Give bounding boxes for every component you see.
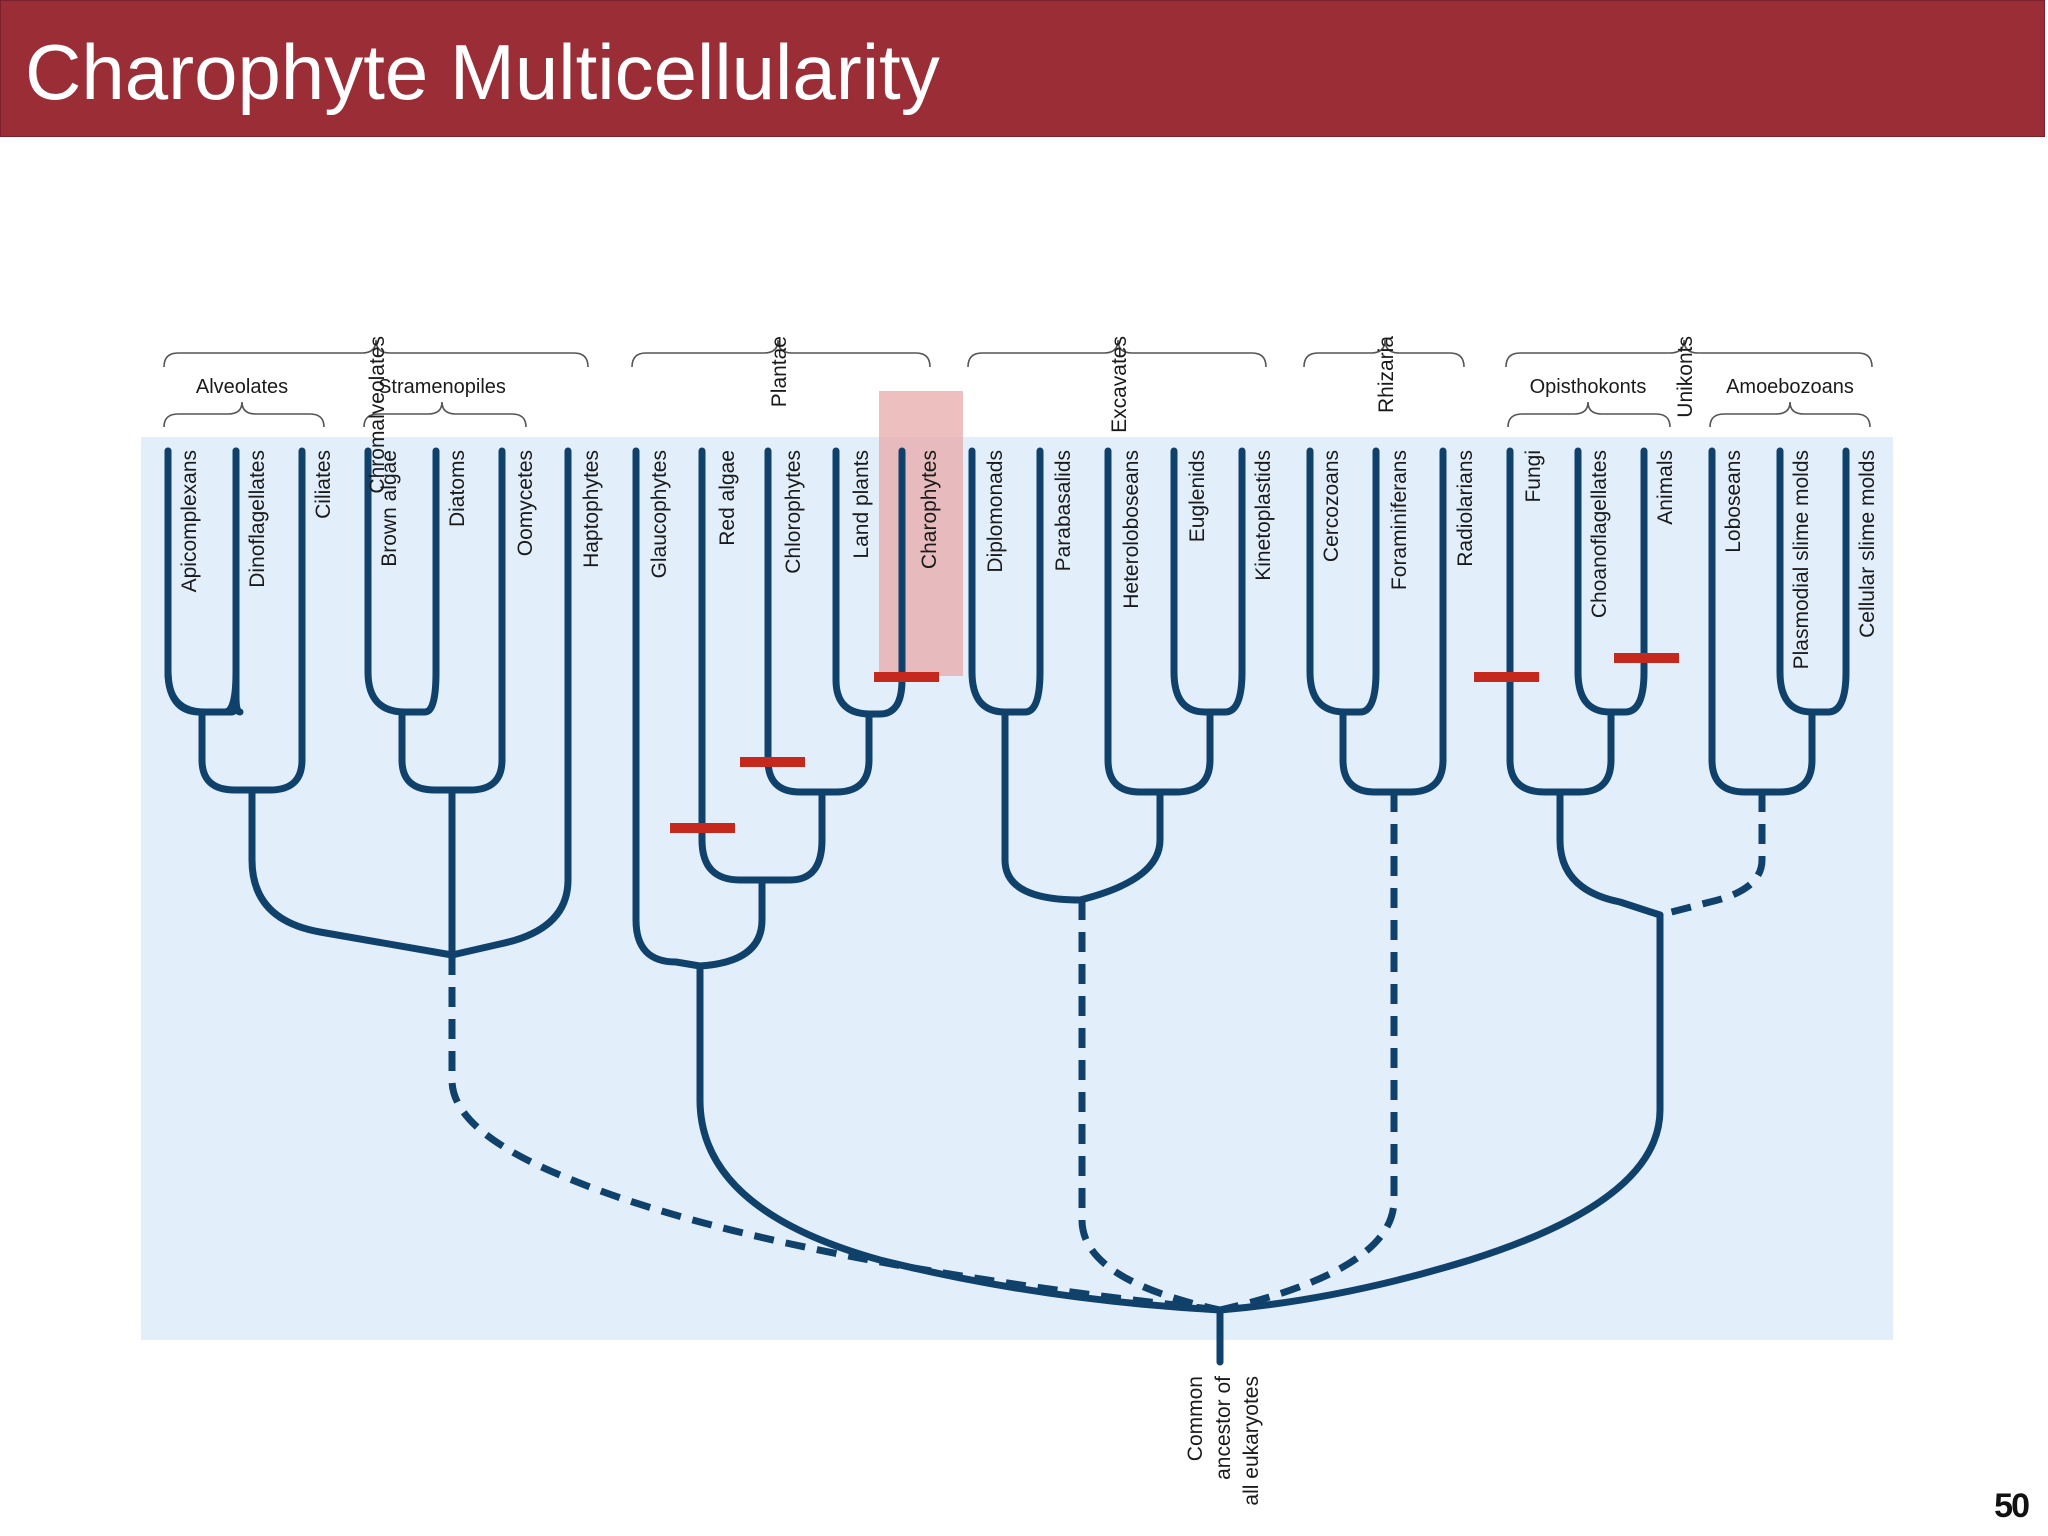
taxon-label-brown-algae: Brown algae <box>378 450 401 567</box>
group-label-chromalveolates: Chromalveolates <box>366 336 389 494</box>
taxon-label-animals: Animals <box>1654 450 1677 525</box>
taxon-label-oomycetes: Oomycetes <box>514 450 537 556</box>
taxon-label-ciliates: Ciliates <box>312 450 335 519</box>
taxon-label-choanoflagellates: Choanoflagellates <box>1588 450 1611 618</box>
taxon-label-kinetoplastids: Kinetoplastids <box>1252 450 1275 581</box>
branch-rhizaria-stem <box>1219 792 1398 1314</box>
subgroup-label-amoebozoans: Amoebozoans <box>1726 376 1854 398</box>
slide-title: Charophyte Multicellularity <box>25 28 940 116</box>
branch-excavates-stem <box>1078 900 1221 1314</box>
taxon-label-cercozoans: Cercozoans <box>1320 450 1343 562</box>
subgroup-label-opisthokonts: Opisthokonts <box>1530 376 1647 398</box>
branch-chromalveolates-stem <box>448 955 1221 1314</box>
branch-chlorophytes <box>764 447 873 796</box>
taxon-label-radiolarians: Radiolarians <box>1454 450 1477 567</box>
taxon-label-parabasalids: Parabasalids <box>1052 450 1075 571</box>
taxon-label-haptophytes: Haptophytes <box>580 450 603 568</box>
branch-chloro-land <box>832 447 906 718</box>
taxon-label-heteroloboseans: Heteroloboseans <box>1120 450 1143 609</box>
marker-red-algae <box>670 823 735 833</box>
taxon-label-land-plants: Land plants <box>850 450 873 559</box>
brace-amoebozoans <box>1709 401 1871 428</box>
brace-opisthokonts <box>1507 401 1671 428</box>
subgroup-labels: Alveolates Stramenopiles Opisthokonts Amoeb… <box>196 376 1854 398</box>
taxon-label-glaucophytes: Glaucophytes <box>648 450 671 578</box>
taxon-label-foraminiferans: Foraminiferans <box>1388 450 1411 590</box>
title-bar: Charophyte Multicellularity <box>0 0 2045 137</box>
brace-rhizaria <box>1303 339 1465 368</box>
taxon-labels: Apicomplexans Dinoflagellates Ciliates Brow… <box>178 450 1879 669</box>
taxon-label-dinoflagellates: Dinoflagellates <box>246 450 269 588</box>
brace-excavates <box>967 339 1267 368</box>
taxon-label-chlorophytes: Chlorophytes <box>782 450 805 574</box>
subgroup-label-stramenopiles: Stramenopiles <box>378 376 506 398</box>
taxon-label-plasmodial-slime-molds: Plasmodial slime molds <box>1790 450 1813 669</box>
brace-plantae <box>631 339 931 368</box>
taxon-label-charophytes: Charophytes <box>918 450 941 569</box>
taxon-label-apicomplexans: Apicomplexans <box>178 450 201 592</box>
brace-stramenopiles <box>363 401 527 428</box>
taxon-label-diatoms: Diatoms <box>446 450 469 527</box>
group-label-rhizaria: Rhizaria <box>1375 336 1398 413</box>
taxon-label-loboseans: Loboseans <box>1722 450 1745 553</box>
group-label-plantae: Plantae <box>768 336 791 407</box>
root-label-line-2: ancestor of <box>1212 1376 1235 1480</box>
multicellularity-markers <box>670 653 1679 833</box>
marker-chlorophytes <box>740 757 805 767</box>
subgroup-label-alveolates: Alveolates <box>196 376 288 398</box>
branch-alveolates-base <box>248 786 456 959</box>
branch-unikonts-stem <box>1216 911 1664 1314</box>
group-label-excavates: Excavates <box>1108 336 1131 433</box>
tree-branches <box>164 447 1850 1366</box>
brace-chromalveolates <box>163 339 589 368</box>
slide-number: 50 <box>1994 1487 2030 1525</box>
taxon-label-cellular-slime-molds: Cellular slime molds <box>1856 450 1879 638</box>
group-label-unikonts: Unikonts <box>1674 336 1697 418</box>
taxon-label-diplomonads: Diplomonads <box>984 450 1007 573</box>
taxon-label-fungi: Fungi <box>1522 450 1545 503</box>
taxon-label-euglenids: Euglenids <box>1186 450 1209 542</box>
branch-amoebozoans-base <box>1659 792 1766 919</box>
taxon-label-red-algae: Red algae <box>716 450 739 546</box>
group-labels: Chromalveolates Plantae Excavates Rhizaria U… <box>366 336 1697 494</box>
brace-alveolates <box>163 401 325 428</box>
marker-fungi <box>1474 672 1539 682</box>
branch-haptophytes <box>448 447 572 959</box>
root-label-line-3: all eukaryotes <box>1240 1376 1263 1506</box>
clade-braces <box>163 339 1873 428</box>
branch-eugl-kineto <box>1170 447 1246 716</box>
brace-unikonts <box>1505 339 1873 368</box>
branch-opisthokonts-base <box>1556 788 1664 919</box>
charophytes-highlight <box>879 391 963 676</box>
root-label-line-1: Common <box>1184 1376 1207 1461</box>
marker-charophytes <box>874 672 939 682</box>
marker-animals <box>1614 653 1679 663</box>
